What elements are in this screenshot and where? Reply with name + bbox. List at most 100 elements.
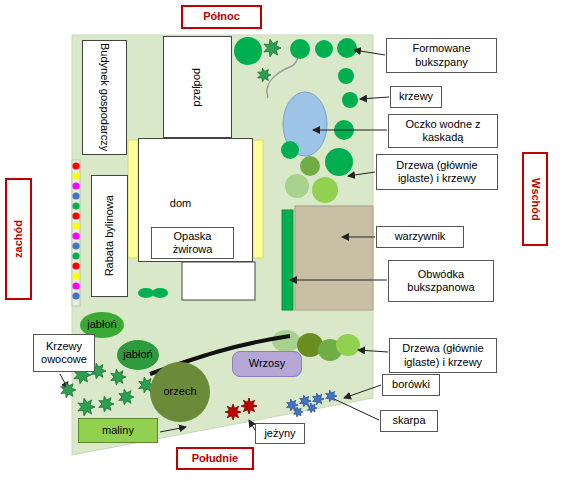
tree bbox=[300, 156, 320, 176]
outbuilding: Budynek gospodarczy bbox=[82, 40, 127, 155]
node-text: Wschód bbox=[528, 178, 541, 221]
leader-arrow bbox=[313, 130, 387, 131]
tree bbox=[338, 68, 354, 84]
leader-arrow bbox=[348, 172, 375, 176]
callout-box: Krzewy owocowe bbox=[33, 334, 95, 372]
leader-arrow bbox=[342, 237, 375, 238]
node-text: Krzewy owocowe bbox=[38, 340, 90, 366]
node-text: Rabata bylinowa bbox=[103, 195, 116, 276]
flower-strip bbox=[72, 160, 80, 306]
node-text: Formowane bukszpany bbox=[391, 42, 492, 68]
node-text: Budynek gospodarczy bbox=[98, 43, 111, 151]
callout-box: skarpa bbox=[380, 410, 438, 432]
leader-arrow bbox=[344, 385, 381, 398]
callout-box: warzywnik bbox=[376, 226, 464, 248]
tree bbox=[325, 148, 353, 176]
flower-dot bbox=[72, 232, 79, 239]
leader-arrow bbox=[160, 427, 186, 432]
compass-label: Południe bbox=[176, 447, 254, 470]
node-text: borówki bbox=[392, 378, 430, 391]
flower-dot bbox=[72, 172, 79, 179]
flower-dot bbox=[72, 222, 79, 229]
flower-dot bbox=[72, 192, 79, 199]
bush-symbol bbox=[313, 393, 324, 405]
tree bbox=[234, 37, 262, 65]
house-extension bbox=[182, 262, 255, 300]
flower-dot bbox=[72, 202, 79, 209]
flower-dot bbox=[72, 182, 79, 189]
flower-dot bbox=[72, 162, 79, 169]
tree bbox=[281, 141, 299, 159]
walnut-tree: orzech bbox=[150, 362, 210, 422]
tree bbox=[290, 39, 310, 59]
flower-dot bbox=[72, 282, 79, 289]
bush-symbol bbox=[308, 403, 318, 413]
leader-line bbox=[332, 398, 379, 420]
node-text: zachód bbox=[12, 220, 25, 258]
perennial-bed: Rabata bylinowa bbox=[91, 175, 128, 297]
tree bbox=[342, 92, 358, 108]
node-text: Południe bbox=[192, 452, 238, 465]
house: domOpaska żwirowa bbox=[138, 138, 253, 262]
node-text: Wrzosy bbox=[249, 357, 285, 370]
shrub bbox=[152, 288, 168, 298]
callout-box: Drzewa (głównie iglaste) i krzewy bbox=[376, 154, 498, 190]
node-text: Drzewa (głównie iglaste) i krzewy bbox=[394, 342, 492, 368]
flower-dot bbox=[72, 262, 79, 269]
tree bbox=[285, 174, 309, 198]
tree bbox=[312, 177, 338, 203]
leader-arrow bbox=[360, 97, 389, 99]
node-text: jabłoń bbox=[87, 318, 116, 331]
bush-symbol bbox=[225, 404, 241, 420]
bush-symbol bbox=[258, 68, 271, 82]
leader-arrow bbox=[290, 280, 387, 281]
flower-dot bbox=[72, 242, 79, 249]
bush-symbol bbox=[119, 389, 134, 405]
tree bbox=[336, 334, 360, 356]
node-text: maliny bbox=[102, 424, 134, 437]
node-text: Obwódka bukszpanowa bbox=[393, 268, 489, 294]
leader-arrow bbox=[354, 50, 385, 55]
apple-tree: jabłoń bbox=[117, 340, 159, 370]
node-text: podjazd bbox=[191, 68, 204, 107]
node-text: Drzewa (głównie iglaste) i krzewy bbox=[381, 159, 493, 185]
callout-box: Obwódka bukszpanowa bbox=[388, 260, 494, 302]
node-text: jeżyny bbox=[264, 427, 295, 440]
node-text: Północ bbox=[203, 10, 240, 23]
plot-ground bbox=[72, 35, 373, 455]
bush-symbol bbox=[264, 39, 281, 57]
bush-symbol bbox=[111, 369, 126, 385]
node-text: jabłoń bbox=[123, 348, 152, 361]
node-text: krzewy bbox=[399, 90, 433, 103]
callout-box: jeżyny bbox=[255, 423, 305, 444]
callout-box: Opaska żwirowa bbox=[151, 227, 234, 259]
gravel-strip bbox=[128, 140, 138, 258]
tree bbox=[272, 330, 300, 352]
tree bbox=[315, 40, 333, 58]
heather-bed: Wrzosy bbox=[232, 351, 302, 377]
bush-symbol bbox=[241, 398, 257, 414]
node-text: orzech bbox=[163, 385, 196, 398]
flower-dot bbox=[72, 212, 79, 219]
bush-symbol bbox=[61, 382, 76, 398]
callout-box: krzewy bbox=[390, 86, 442, 108]
node-text: Oczko wodne z kaskadą bbox=[393, 118, 493, 144]
callout-box: borówki bbox=[382, 374, 440, 396]
node-text: dom bbox=[170, 197, 191, 210]
shrub bbox=[138, 288, 154, 298]
gravel-strip bbox=[253, 140, 263, 258]
bush-symbol bbox=[300, 395, 311, 407]
bush-symbol bbox=[78, 398, 95, 416]
raspberry-bed: maliny bbox=[78, 418, 158, 443]
bush-symbol bbox=[294, 407, 304, 417]
boxwood-border bbox=[282, 210, 293, 310]
flower-dot bbox=[72, 252, 79, 259]
bush-symbol bbox=[326, 390, 337, 402]
compass-label: Wschód bbox=[522, 152, 548, 246]
driveway: podjazd bbox=[163, 36, 232, 138]
flower-dot bbox=[72, 292, 79, 299]
leader-arrow bbox=[358, 350, 388, 352]
node-text: skarpa bbox=[392, 414, 425, 427]
bush-symbol bbox=[99, 396, 114, 412]
